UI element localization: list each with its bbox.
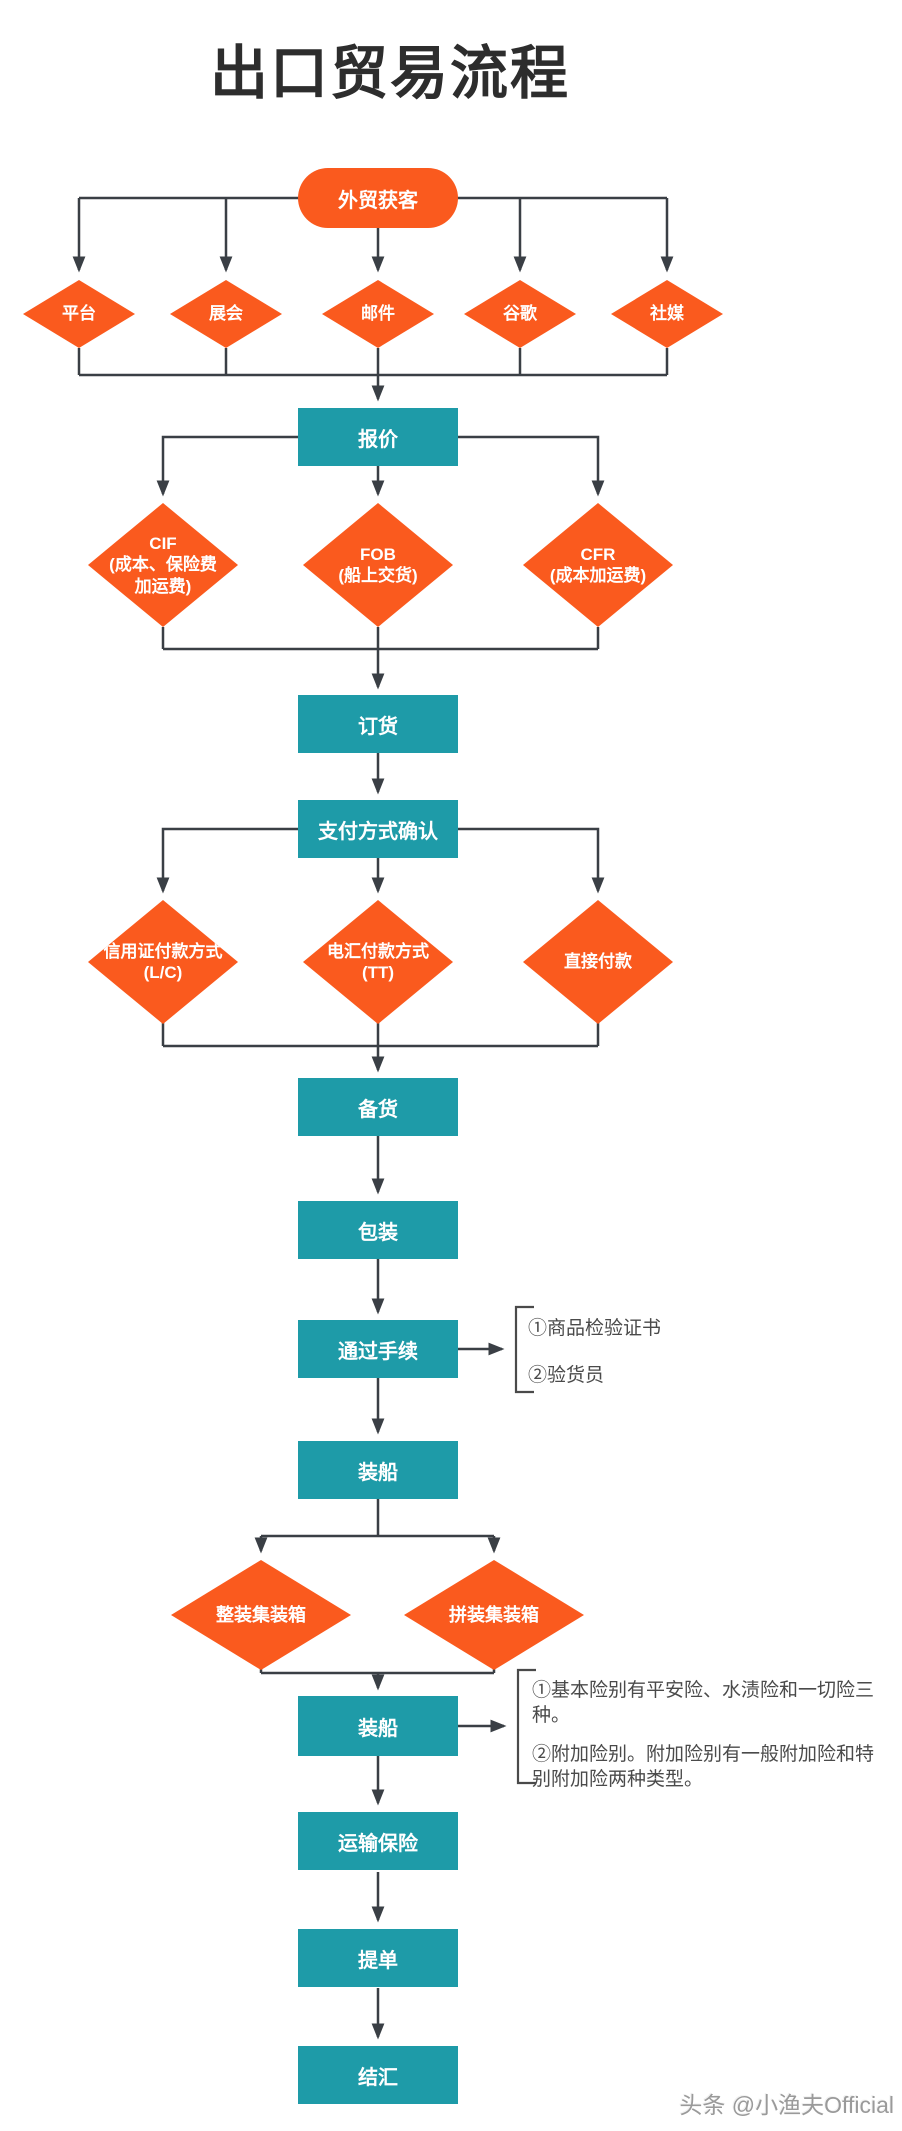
node-payment-tt-desc: (TT) [361,963,395,982]
node-customs: 通过手续 [298,1320,458,1378]
node-ship2-label: 装船 [358,1717,398,1740]
node-payment-confirm: 支付方式确认 [298,800,458,858]
insurance-annotation: ①基本险别有平安险、水渍险和一切险三种。 ②附加险别。附加险别有一般附加险和特别… [532,1678,890,1792]
node-bill: 提单 [298,1929,458,1987]
customs-annotation-line2: ②验货员 [528,1365,605,1387]
node-term-cfr-code: CFR [580,544,616,564]
node-customs-label: 通过手续 [338,1340,418,1363]
node-prepare-label: 备货 [358,1098,398,1121]
node-lead-gen-label: 外贸获客 [338,189,418,212]
node-term-fob-code: FOB [360,544,396,564]
node-term-cif-desc: (成本、保险费加运费) [109,555,217,596]
node-ship1: 装船 [298,1441,458,1499]
node-insurance: 运输保险 [298,1812,458,1870]
page-title: 出口贸易流程 [209,41,570,106]
node-payment-tt-name: 电汇付款方式 [327,941,429,961]
insurance-annotation-para2: ②附加险别。附加险别有一般附加险和特别附加险两种类型。 [532,1744,875,1791]
node-lead-gen: 外贸获客 [298,168,458,228]
node-payment-lc-name: 信用证付款方式 [103,941,223,961]
customs-annotation-line1: ①商品检验证书 [528,1318,662,1339]
node-pack-label: 包装 [358,1221,398,1244]
node-insurance-label: 运输保险 [338,1832,418,1855]
node-container-lcl-label: 拼装集装箱 [449,1604,539,1625]
node-ship2: 装船 [298,1696,458,1756]
node-channel-social-label: 社媒 [650,304,684,324]
insurance-annotation-para1: ①基本险别有平安险、水渍险和一切险三种。 [532,1680,875,1727]
node-ship1-label: 装船 [358,1461,398,1484]
node-channel-google-label: 谷歌 [503,304,537,324]
node-settle-label: 结汇 [358,2066,398,2089]
node-payment-direct-name: 直接付款 [564,952,632,972]
node-term-fob-desc: (船上交货) [338,566,418,585]
node-container-fcl-label: 整装集装箱 [216,1604,306,1625]
watermark: 头条 @小渔夫Official [679,2092,894,2118]
node-term-cfr-desc: (成本加运费) [549,566,647,585]
node-quote-label: 报价 [358,428,398,451]
node-bill-label: 提单 [358,1949,398,1972]
node-term-cif-code: CIF [149,534,177,554]
node-channel-platform-label: 平台 [62,304,96,324]
node-channel-exhibition-label: 展会 [209,304,243,324]
node-payment-confirm-label: 支付方式确认 [318,820,438,843]
node-prepare: 备货 [298,1078,458,1136]
customs-annotation: ①商品检验证书 ②验货员 [528,1316,748,1388]
node-settle: 结汇 [298,2046,458,2104]
node-order: 订货 [298,695,458,753]
node-pack: 包装 [298,1201,458,1259]
node-order-label: 订货 [358,715,398,738]
node-quote: 报价 [298,408,458,466]
node-payment-lc-desc: (L/C) [143,963,183,982]
node-channel-email-label: 邮件 [361,304,395,324]
